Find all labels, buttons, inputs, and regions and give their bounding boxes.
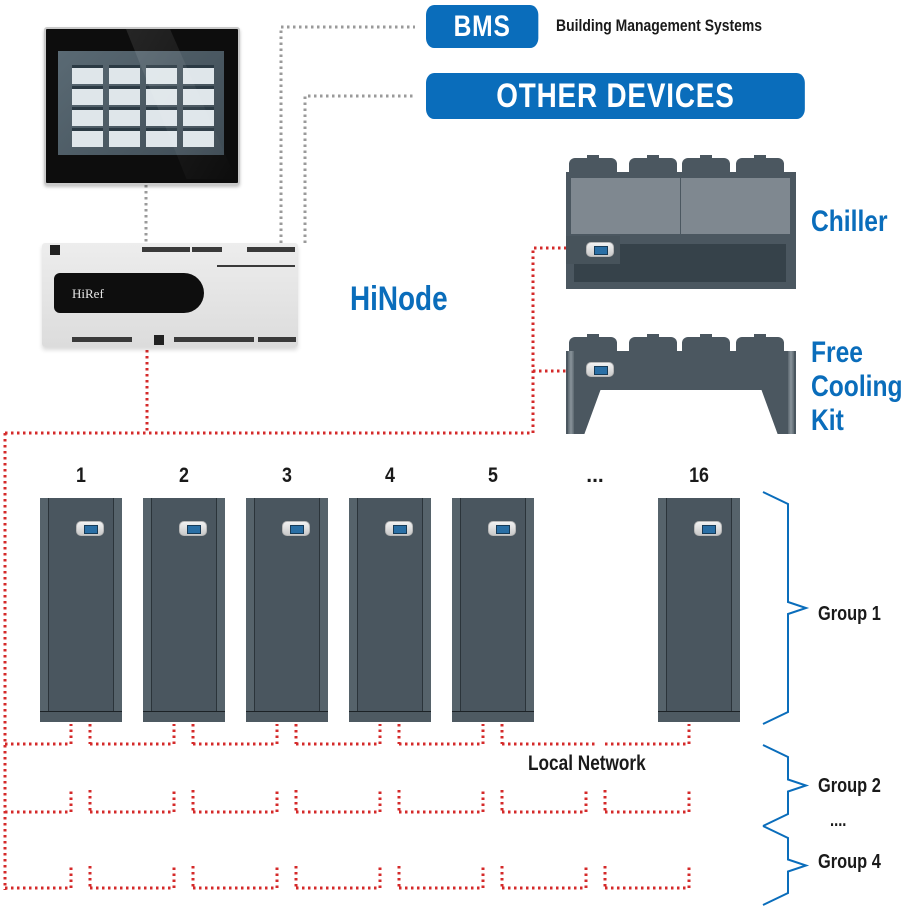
plc-controller-icon: HiRef (42, 243, 298, 347)
bus-segment (193, 866, 279, 890)
free-cooling-line3: Kit (811, 404, 844, 437)
group-label: Group 1 (818, 603, 881, 625)
unit-display (385, 521, 413, 536)
hinode-label: HiNode (350, 280, 448, 318)
screen-unit-tile (183, 86, 214, 105)
bms-badge: BMS (426, 5, 539, 48)
chiller-fan (736, 155, 784, 172)
fc-display (586, 362, 614, 377)
bus-segment (502, 866, 588, 890)
group-2-brace (762, 744, 810, 827)
bus-segment (5, 790, 73, 814)
unit-number: 2 (179, 464, 189, 487)
other-devices-label: OTHER DEVICES (496, 76, 735, 115)
bus-segment (502, 790, 588, 814)
screen-unit-tile (109, 65, 140, 84)
screen-unit-tile (109, 107, 140, 126)
screen-unit-tile (109, 128, 140, 147)
hiref-logo: HiRef (72, 286, 104, 301)
screen-unit-tile (72, 107, 103, 126)
bus-segment (90, 866, 176, 890)
bus-segment (399, 790, 485, 814)
touchscreen-panel-icon (44, 27, 240, 185)
bus-segment (296, 790, 382, 814)
precision-ac-cabinet-icon (40, 498, 122, 722)
bus-segment (5, 724, 73, 746)
other-devices-badge: OTHER DEVICES (426, 73, 805, 119)
bus-segment (5, 866, 73, 890)
chiller-unit-icon (566, 172, 796, 289)
bus-segment (605, 866, 691, 890)
bus-segment (399, 866, 485, 890)
unit-display (488, 521, 516, 536)
units-ellipsis: ... (586, 464, 604, 487)
unit-number: 3 (282, 464, 292, 487)
bus-segment (605, 724, 691, 746)
local-network-label: Local Network (528, 752, 646, 775)
screen-unit-tile (183, 107, 214, 126)
bus-segment (605, 790, 691, 814)
screen-unit-tile (183, 128, 214, 147)
precision-ac-cabinet-icon (246, 498, 328, 722)
fc-fan (569, 334, 617, 351)
screen-unit-tile (146, 107, 177, 126)
unit-number: 4 (385, 464, 395, 487)
unit-number: 1 (76, 464, 86, 487)
free-cooling-line1: Free (811, 336, 863, 369)
other-devices-link (303, 94, 415, 243)
free-cooling-line2: Cooling (811, 370, 903, 403)
bus-segment (90, 790, 176, 814)
free-cooling-label: Free Cooling Kit (811, 336, 903, 438)
precision-ac-cabinet-icon (349, 498, 431, 722)
group-4-brace (762, 825, 810, 906)
unit-display (179, 521, 207, 536)
unit-display (694, 521, 722, 536)
unit-display (282, 521, 310, 536)
bms-link (279, 25, 415, 243)
screen-unit-tile (109, 86, 140, 105)
controller-front-panel: HiRef (54, 273, 204, 313)
chiller-display (586, 242, 614, 257)
bms-label: BMS (453, 9, 511, 43)
screen-unit-tile (146, 128, 177, 147)
precision-ac-cabinet-icon (452, 498, 534, 722)
precision-ac-cabinet-icon (658, 498, 740, 722)
chiller-label: Chiller (811, 205, 888, 238)
bus-segment (296, 866, 382, 890)
screen-unit-tile (72, 128, 103, 147)
chiller-fan (569, 155, 617, 172)
screen-unit-tile (72, 65, 103, 84)
chiller-link (5, 246, 585, 435)
fc-fan (682, 334, 730, 351)
screen-unit-tile (146, 65, 177, 84)
screen-unit-tile (183, 65, 214, 84)
bus-segment (399, 724, 485, 746)
group-1-brace (762, 491, 810, 725)
unit-number: 5 (488, 464, 498, 487)
touchscreen-display (58, 51, 224, 155)
chiller-fan (629, 155, 677, 172)
group-label: Group 2 (818, 775, 881, 797)
precision-ac-cabinet-icon (143, 498, 225, 722)
fc-fan (629, 334, 677, 351)
bus-segment (296, 724, 382, 746)
screen-unit-tile (146, 86, 177, 105)
unit-number: 16 (689, 464, 709, 487)
bus-segment (90, 724, 176, 746)
chiller-fan (682, 155, 730, 172)
screen-unit-tile (72, 86, 103, 105)
bus-segment (193, 724, 279, 746)
bms-caption: Building Management Systems (556, 16, 763, 35)
bus-segment (193, 790, 279, 814)
groups-ellipsis: .... (830, 810, 847, 830)
unit-display (76, 521, 104, 536)
group-label: Group 4 (818, 851, 881, 873)
fc-fan (736, 334, 784, 351)
